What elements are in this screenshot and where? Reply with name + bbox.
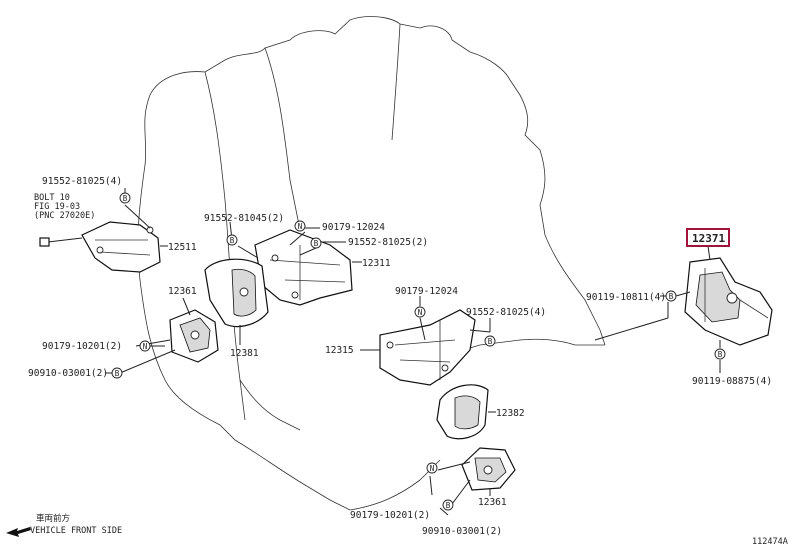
svg-text:B: B	[669, 292, 674, 301]
label-12315[interactable]: 12315	[325, 345, 354, 356]
label-12361-a[interactable]: 12361	[168, 286, 197, 297]
label-90910-03001-2-b[interactable]: 90910-03001(2)	[422, 526, 502, 537]
label-12361-b[interactable]: 12361	[478, 497, 507, 508]
label-91552-81025-4-a[interactable]: 91552-81025(4)	[42, 176, 122, 187]
label-90910-03001-2-a[interactable]: 90910-03001(2)	[28, 368, 108, 379]
vehicle-front-jp: 車両前方	[36, 513, 70, 524]
arrow-left-icon	[6, 527, 31, 537]
marker-b-6: B	[442, 499, 454, 511]
marker-n-3: N	[414, 306, 426, 318]
vehicle-front-indicator: 車両前方 VEHICLE FRONT SIDE	[6, 513, 122, 537]
engine-outline	[137, 16, 606, 511]
part-12361-lower[interactable]	[461, 447, 516, 491]
svg-text:N: N	[143, 342, 148, 351]
part-12361-left[interactable]	[169, 309, 219, 363]
label-90119-10811-4[interactable]: 90119-10811(4)	[586, 292, 666, 303]
svg-text:N: N	[298, 222, 303, 231]
part-12511[interactable]	[81, 221, 161, 273]
part-12382[interactable]	[436, 384, 489, 440]
note-pnc-27020e: (PNC 27020E)	[34, 211, 95, 221]
label-12371[interactable]: 12371	[692, 232, 725, 245]
label-91552-81045-2[interactable]: 91552-81045(2)	[204, 213, 284, 224]
part-12371[interactable]	[684, 257, 773, 346]
label-90179-12024-b[interactable]: 90179-12024	[395, 286, 458, 297]
marker-b-7: B	[665, 290, 677, 302]
vehicle-front-en: VEHICLE FRONT SIDE	[30, 526, 122, 536]
svg-text:B: B	[115, 369, 120, 378]
svg-text:B: B	[446, 501, 451, 510]
marker-b-4: B	[111, 367, 123, 379]
figure-id: 112474A	[752, 537, 788, 547]
label-91552-81025-2[interactable]: 91552-81025(2)	[348, 237, 428, 248]
label-91552-81025-4-b[interactable]: 91552-81025(4)	[466, 307, 546, 318]
svg-text:B: B	[718, 350, 723, 359]
marker-n-2: N	[139, 340, 151, 352]
marker-b-3: B	[310, 237, 322, 249]
svg-text:N: N	[430, 464, 435, 473]
label-12511[interactable]: 12511	[168, 242, 197, 253]
svg-text:B: B	[314, 239, 319, 248]
label-12381[interactable]: 12381	[230, 348, 259, 359]
label-12371-box[interactable]: 12371	[686, 228, 730, 247]
marker-b-5: B	[484, 335, 496, 347]
svg-text:B: B	[488, 337, 493, 346]
label-90179-10201-2-a[interactable]: 90179-10201(2)	[42, 341, 122, 352]
note-bolt-10: BOLT 10	[34, 193, 70, 203]
leader-lines	[105, 188, 721, 516]
label-12382[interactable]: 12382	[496, 408, 525, 419]
label-90179-12024-a[interactable]: 90179-12024	[322, 222, 385, 233]
label-90179-10201-2-b[interactable]: 90179-10201(2)	[350, 510, 430, 521]
label-12311[interactable]: 12311	[362, 258, 391, 269]
marker-b-8: B	[714, 348, 726, 360]
part-12381[interactable]	[204, 258, 269, 328]
svg-text:B: B	[230, 236, 235, 245]
marker-b-2: B	[226, 234, 238, 246]
bolt-fig-19-03[interactable]	[39, 237, 83, 247]
marker-n-4: N	[426, 462, 438, 474]
marker-n-1: N	[294, 220, 306, 232]
svg-text:B: B	[123, 194, 128, 203]
label-90119-08875-4[interactable]: 90119-08875(4)	[692, 376, 772, 387]
marker-b-1: B	[119, 192, 131, 204]
part-12315[interactable]	[379, 309, 476, 386]
svg-text:N: N	[418, 308, 423, 317]
note-fig-19-03[interactable]: FIG 19-03	[34, 202, 80, 212]
part-12311[interactable]	[254, 229, 353, 306]
